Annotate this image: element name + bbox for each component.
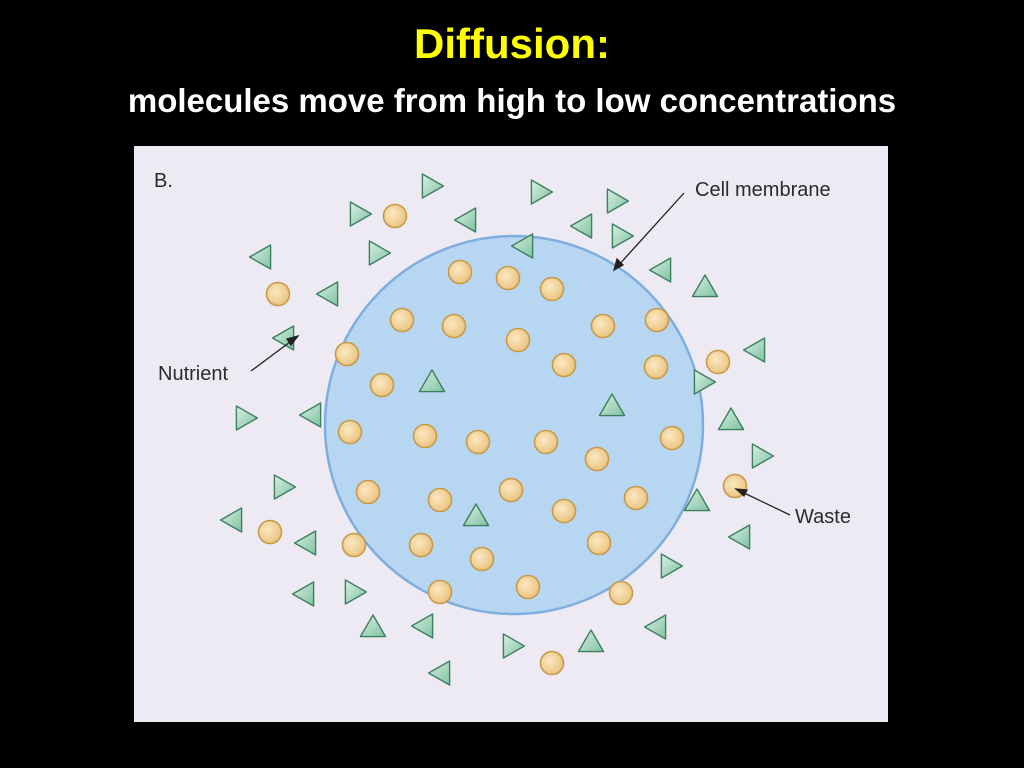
waste-molecule (498, 477, 524, 503)
nutrient-molecule (683, 488, 711, 512)
waste-molecule (608, 580, 634, 606)
nutrient-molecule (349, 201, 373, 227)
nutrient-molecule (359, 614, 387, 638)
nutrient-molecule (291, 581, 315, 607)
nutrient-molecule (693, 369, 717, 395)
waste-molecule (427, 579, 453, 605)
diagram-canvas: B. Cell membrane Nutrient Waste (134, 146, 888, 722)
nutrient-molecule (248, 244, 272, 270)
waste-molecule (334, 341, 360, 367)
diffusion-diagram: B. Cell membrane Nutrient Waste (134, 146, 888, 722)
waste-molecule (551, 498, 577, 524)
nutrient-molecule (453, 207, 477, 233)
nutrient-molecule (235, 405, 259, 431)
nutrient-molecule (717, 407, 745, 431)
waste-molecule (539, 276, 565, 302)
slide-title: Diffusion: (414, 20, 610, 67)
waste-leader-line (739, 490, 791, 516)
waste-arrowhead (734, 488, 749, 498)
waste-molecule (539, 650, 565, 676)
nutrient-molecule (569, 213, 593, 239)
nutrient-molecule (293, 530, 317, 556)
nutrient-molecule (344, 579, 368, 605)
nutrient-molecule (273, 474, 297, 500)
nutrient-molecule (606, 188, 630, 214)
waste-molecule (257, 519, 283, 545)
nutrient-molecule (577, 629, 605, 653)
nutrient-molecule (315, 281, 339, 307)
slide-subtitle: molecules move from high to low concentr… (127, 82, 897, 119)
nutrient-molecule (219, 507, 243, 533)
nutrient-molecule (298, 402, 322, 428)
nutrient-molecule (418, 369, 446, 393)
waste-molecule (705, 349, 731, 375)
waste-molecule (369, 372, 395, 398)
nutrient-molecule (648, 257, 672, 283)
waste-molecule (408, 532, 434, 558)
nutrient-leader-line (250, 338, 295, 372)
waste-molecule (533, 429, 559, 455)
waste-label: Waste (795, 506, 851, 528)
nutrient-label: Nutrient (158, 363, 228, 385)
nutrient-molecule (530, 179, 554, 205)
waste-molecule (643, 354, 669, 380)
waste-molecule (337, 419, 363, 445)
nutrient-molecule (410, 613, 434, 639)
waste-molecule (586, 530, 612, 556)
waste-molecule (551, 352, 577, 378)
nutrient-molecule (427, 660, 451, 686)
waste-molecule (469, 546, 495, 572)
nutrient-molecule (727, 524, 751, 550)
waste-molecule (495, 265, 521, 291)
waste-molecule (427, 487, 453, 513)
waste-molecule (265, 281, 291, 307)
waste-molecule (623, 485, 649, 511)
nutrient-molecule (751, 443, 775, 469)
waste-molecule (447, 259, 473, 285)
waste-molecule (412, 423, 438, 449)
panel-label: B. (154, 170, 173, 192)
waste-molecule (515, 574, 541, 600)
waste-molecule (389, 307, 415, 333)
waste-molecule (590, 313, 616, 339)
membrane-arrowhead (612, 257, 625, 272)
waste-molecule (584, 446, 610, 472)
nutrient-molecule (742, 337, 766, 363)
membrane-label: Cell membrane (695, 179, 831, 201)
nutrient-molecule (368, 240, 392, 266)
waste-molecule (505, 327, 531, 353)
nutrient-molecule (502, 633, 526, 659)
waste-molecule (644, 307, 670, 333)
cell-membrane (323, 234, 705, 616)
waste-molecule (355, 479, 381, 505)
nutrient-molecule (421, 173, 445, 199)
nutrient-arrowhead (285, 334, 300, 347)
nutrient-molecule (510, 233, 534, 259)
waste-molecule (341, 532, 367, 558)
waste-molecules (257, 203, 748, 676)
membrane-leader-line (616, 192, 685, 268)
nutrient-molecule (660, 553, 684, 579)
nutrient-molecule (643, 614, 667, 640)
waste-molecule (382, 203, 408, 229)
nutrient-molecule (691, 274, 719, 298)
waste-molecule (441, 313, 467, 339)
waste-molecule (659, 425, 685, 451)
nutrient-molecule (598, 393, 626, 417)
nutrient-molecule (462, 503, 490, 527)
waste-molecule (465, 429, 491, 455)
nutrient-molecule (611, 223, 635, 249)
